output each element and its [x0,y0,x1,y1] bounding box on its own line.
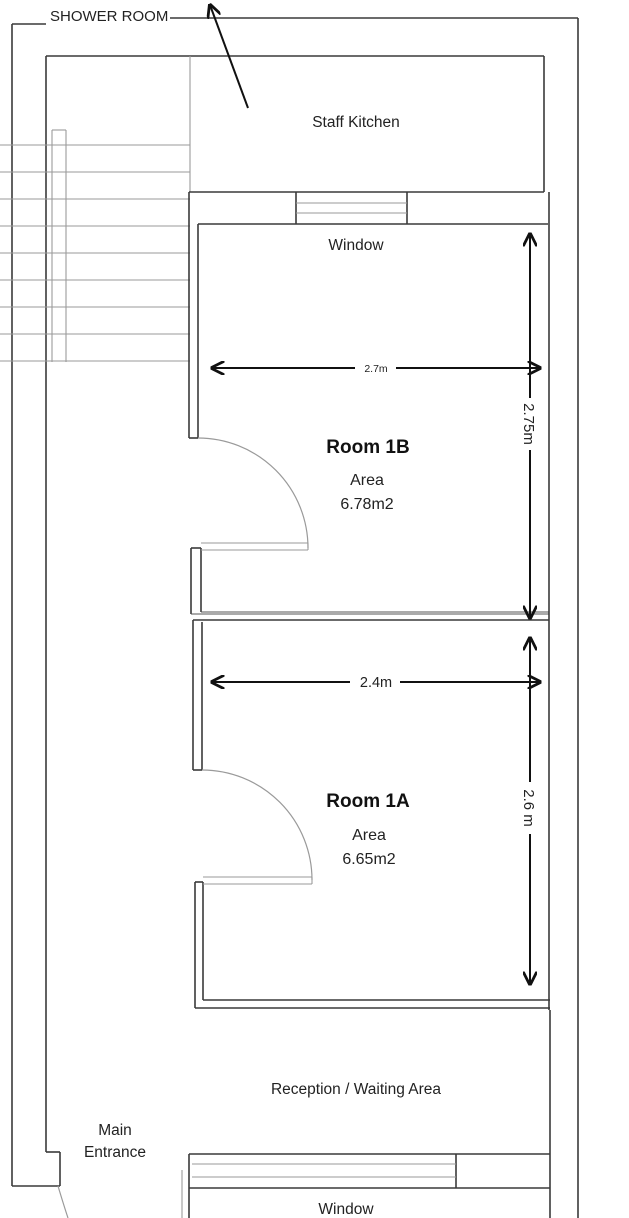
room-1a-area-value: 6.65m2 [342,851,395,868]
staircase [0,56,191,362]
shower-room-label: SHOWER ROOM [50,8,168,25]
window-bottom-label: Window [318,1201,374,1218]
shower-room-pointer-arrow [210,5,249,109]
bottom-window [181,1153,550,1218]
main-entrance-label-line1: Main [98,1122,132,1139]
main-entrance-label-line2: Entrance [84,1144,146,1161]
room-1b-area-label: Area [350,472,384,489]
room-1b-walls [188,191,549,615]
room-1a-area-label: Area [352,827,386,844]
room-1a-door [201,769,313,885]
room-1b-area-value: 6.78m2 [340,496,393,513]
main-entrance-door [57,1185,69,1218]
room-1a-width-label: 2.4m [360,675,392,691]
room-1b-width-label: 2.7m [364,363,388,375]
reception-label: Reception / Waiting Area [271,1081,441,1098]
room-1a-walls [192,192,551,1218]
room-1b-title: Room 1B [326,437,409,458]
window-top-label: Window [328,237,384,254]
room-1b-length-label: 2.75m [520,403,537,445]
room-1a-length-label: 2.6 m [520,789,537,827]
outer-walls [11,17,579,1218]
room-1b-door [197,437,309,551]
room-1a-title: Room 1A [326,791,410,812]
staff-kitchen-label: Staff Kitchen [312,114,400,131]
